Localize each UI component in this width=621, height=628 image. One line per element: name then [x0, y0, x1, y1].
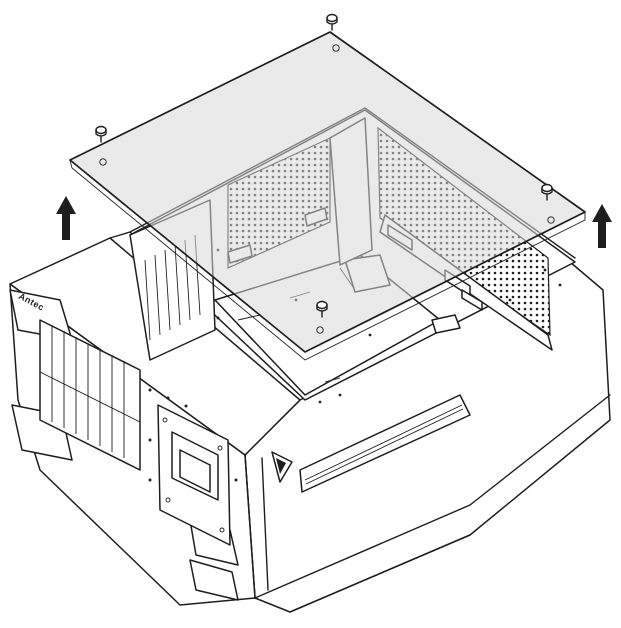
thumb-screw-icon: [326, 13, 338, 31]
front-panel: Antec: [9, 289, 239, 601]
top-panel-lifted: [69, 31, 586, 361]
front-bracket-foot: [189, 559, 239, 601]
thumb-screw-icon: [541, 183, 553, 201]
thumb-screw-icon: [316, 300, 328, 318]
lift-arrow-left-icon: [56, 196, 76, 240]
lift-arrow-right-icon: [592, 204, 612, 248]
thumb-screws: [95, 13, 553, 318]
thumb-screw-icon: [95, 125, 107, 143]
